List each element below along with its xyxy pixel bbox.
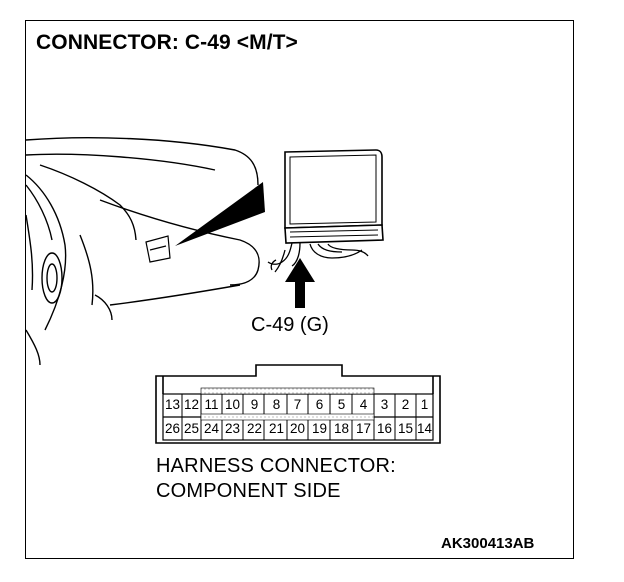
harness-caption-line2: COMPONENT SIDE [156, 480, 341, 502]
wired-pin-markers [200, 387, 375, 421]
connector-callout-label: C-49 (G) [251, 314, 329, 336]
pin-label: 9 [250, 397, 259, 412]
pin-label: 5 [337, 397, 346, 412]
pin-label: 17 [355, 421, 372, 436]
pin-label: 4 [359, 397, 368, 412]
pin-label: 8 [272, 397, 281, 412]
dash-connector-box [145, 235, 171, 263]
pin-label: 23 [224, 421, 241, 436]
pin-label: 10 [224, 397, 241, 412]
pin-label: 22 [246, 421, 263, 436]
module-body [284, 149, 384, 244]
pin-label: 18 [333, 421, 350, 436]
pin-label: 2 [401, 397, 410, 412]
connector-title: CONNECTOR: C-49 <M/T> [36, 31, 298, 54]
pin-label: 15 [397, 421, 414, 436]
figure-code: AK300413AB [441, 535, 535, 552]
pin-label: 14 [416, 421, 433, 436]
pin-label: 3 [380, 397, 389, 412]
pin-label: 26 [164, 421, 181, 436]
harness-caption-line1: HARNESS CONNECTOR: [156, 455, 396, 477]
pin-label: 16 [376, 421, 393, 436]
pin-label: 20 [289, 421, 306, 436]
dashboard-outline [25, 137, 260, 366]
pin-label: 12 [183, 397, 200, 412]
up-arrow [285, 258, 315, 308]
pin-label: 25 [183, 421, 200, 436]
pin-label: 13 [164, 397, 181, 412]
pin-label: 1 [420, 397, 429, 412]
pin-label: 7 [293, 397, 302, 412]
pin-label: 19 [311, 421, 328, 436]
wiring-harness [267, 242, 369, 273]
wedge-pointer [175, 182, 265, 246]
pin-label: 6 [315, 397, 324, 412]
pin-label: 21 [268, 421, 285, 436]
figure-frame [25, 20, 574, 559]
pin-label: 24 [203, 421, 220, 436]
pin-label: 11 [204, 397, 219, 412]
